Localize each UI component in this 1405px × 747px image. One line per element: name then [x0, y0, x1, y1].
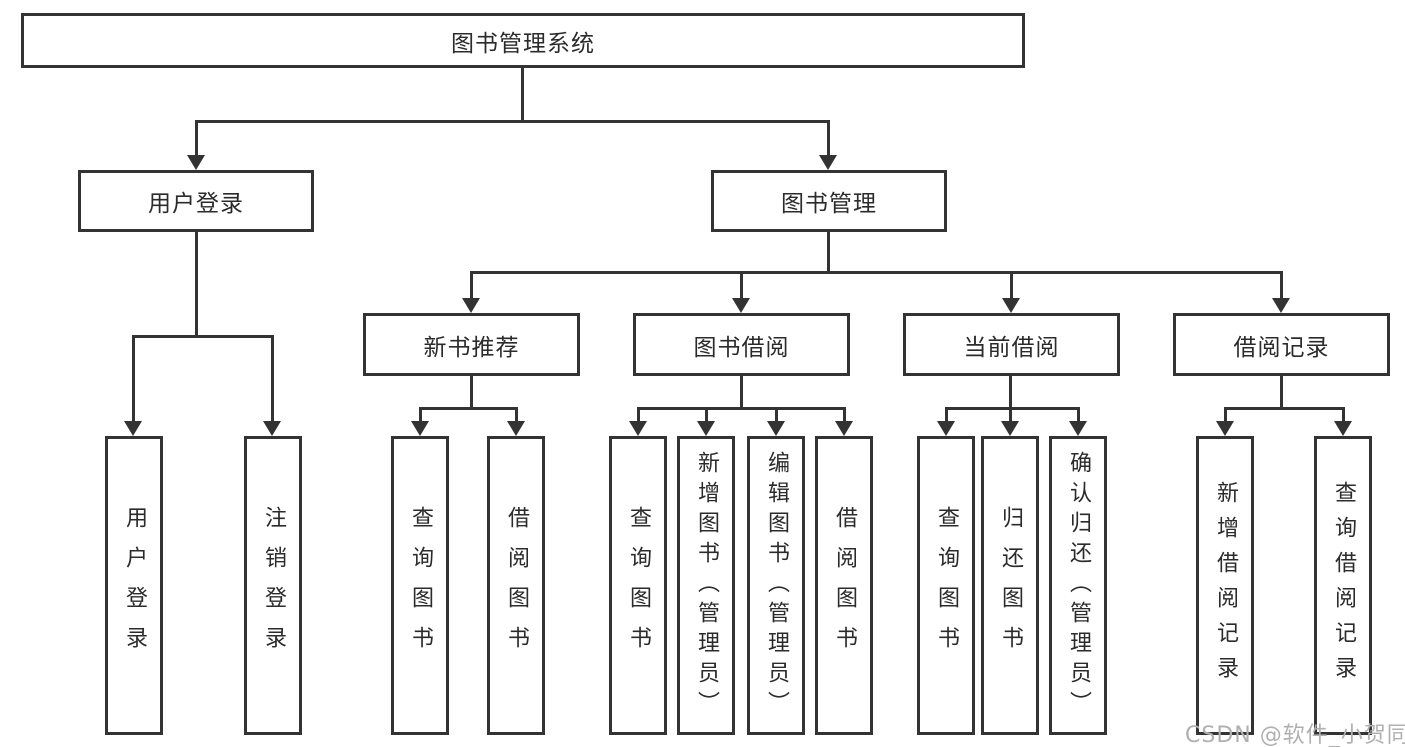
node-label: 借阅图书 [504, 505, 529, 666]
connector-line [705, 407, 708, 422]
connector-line [195, 120, 198, 156]
node-library-management-system: 图书管理系统 [21, 13, 1025, 68]
connector-line [1009, 376, 1012, 409]
leaf-recommend-borrow-books: 借阅图书 [487, 436, 545, 735]
connector-line [843, 407, 846, 422]
node-label: 编辑图书（管理员） [764, 450, 789, 721]
node-label: 当前借阅 [963, 334, 1060, 361]
arrowhead-down [187, 155, 205, 170]
node-label: 借阅图书 [832, 505, 857, 666]
connector-line [1009, 407, 1012, 422]
connector-line [637, 407, 846, 410]
leaf-borrow-query-books: 查询图书 [609, 436, 667, 735]
connector-line [1010, 271, 1013, 300]
node-label: 查询图书 [626, 505, 651, 666]
arrowhead-down [1002, 298, 1020, 313]
arrowhead-down [462, 298, 480, 313]
connector-line [132, 335, 135, 422]
connector-line [775, 407, 778, 422]
node-label: 新书推荐 [423, 334, 520, 361]
node-label: 新增借阅记录 [1213, 480, 1238, 691]
connector-line [521, 68, 524, 121]
connector-line [470, 376, 473, 409]
node-user-login: 用户登录 [78, 170, 314, 232]
arrowhead-down [1001, 421, 1019, 436]
arrowhead-down [697, 421, 715, 436]
connector-line [515, 407, 518, 422]
node-label: 图书管理 [781, 191, 877, 217]
node-label: 图书管理系统 [451, 30, 595, 57]
node-label: 查询图书 [408, 505, 433, 666]
leaf-current-confirm-return-admin: 确认归还（管理员） [1049, 436, 1107, 735]
node-book-borrow: 图书借阅 [633, 313, 850, 376]
connector-line [740, 376, 743, 409]
arrowhead-down [411, 421, 429, 436]
connector-line [132, 335, 274, 338]
node-label: 用户登录 [148, 191, 244, 217]
connector-line [1224, 407, 1227, 422]
leaf-borrow-edit-books-admin: 编辑图书（管理员） [747, 436, 805, 735]
node-label: 归还图书 [998, 505, 1023, 666]
connector-line [1280, 271, 1283, 300]
arrowhead-down [629, 421, 647, 436]
connector-line [419, 407, 518, 410]
connector-line [827, 120, 830, 156]
connector-line [195, 120, 830, 123]
connector-line [827, 232, 830, 273]
arrowhead-down [1334, 421, 1352, 436]
connector-line [470, 271, 473, 300]
leaf-user-login: 用户登录 [105, 436, 163, 735]
connector-line [637, 407, 640, 422]
node-book-management: 图书管理 [711, 170, 947, 232]
leaf-borrow-borrow-books: 借阅图书 [815, 436, 873, 735]
arrowhead-down [1069, 421, 1087, 436]
node-label: 借阅记录 [1233, 334, 1330, 361]
node-new-book-recommend: 新书推荐 [363, 313, 580, 376]
node-label: 图书借阅 [693, 334, 790, 361]
connector-line [271, 335, 274, 422]
watermark: CSDN @软件_小贺同学 [1185, 723, 1405, 747]
arrowhead-down [819, 155, 837, 170]
leaf-current-return-books: 归还图书 [981, 436, 1039, 735]
node-label: 查询借阅记录 [1331, 480, 1356, 691]
leaf-recommend-query-books: 查询图书 [391, 436, 449, 735]
arrowhead-down [732, 298, 750, 313]
arrowhead-down [1216, 421, 1234, 436]
arrowhead-down [124, 421, 142, 436]
leaf-logout: 注销登录 [244, 436, 302, 735]
connector-line [1280, 376, 1283, 409]
arrowhead-down [937, 421, 955, 436]
connector-line [1342, 407, 1345, 422]
connector-line [195, 232, 198, 336]
arrowhead-down [767, 421, 785, 436]
arrowhead-down [1272, 298, 1290, 313]
connector-line [1077, 407, 1080, 422]
connector-line [945, 407, 948, 422]
node-borrow-records: 借阅记录 [1173, 313, 1390, 376]
leaf-current-query-books: 查询图书 [917, 436, 975, 735]
connector-line [945, 407, 1080, 410]
connector-line [470, 271, 1283, 274]
leaf-records-add-record: 新增借阅记录 [1196, 436, 1254, 735]
leaf-records-query-record: 查询借阅记录 [1314, 436, 1372, 735]
arrowhead-down [263, 421, 281, 436]
connector-line [1224, 407, 1345, 410]
node-current-borrow: 当前借阅 [903, 313, 1120, 376]
connector-line [419, 407, 422, 422]
arrowhead-down [835, 421, 853, 436]
node-label: 用户登录 [122, 505, 147, 666]
node-label: 确认归还（管理员） [1066, 450, 1091, 721]
connector-line [740, 271, 743, 300]
arrowhead-down [507, 421, 525, 436]
node-label: 查询图书 [934, 505, 959, 666]
leaf-borrow-add-books-admin: 新增图书（管理员） [677, 436, 735, 735]
node-label: 新增图书（管理员） [694, 450, 719, 721]
node-label: 注销登录 [261, 505, 286, 666]
